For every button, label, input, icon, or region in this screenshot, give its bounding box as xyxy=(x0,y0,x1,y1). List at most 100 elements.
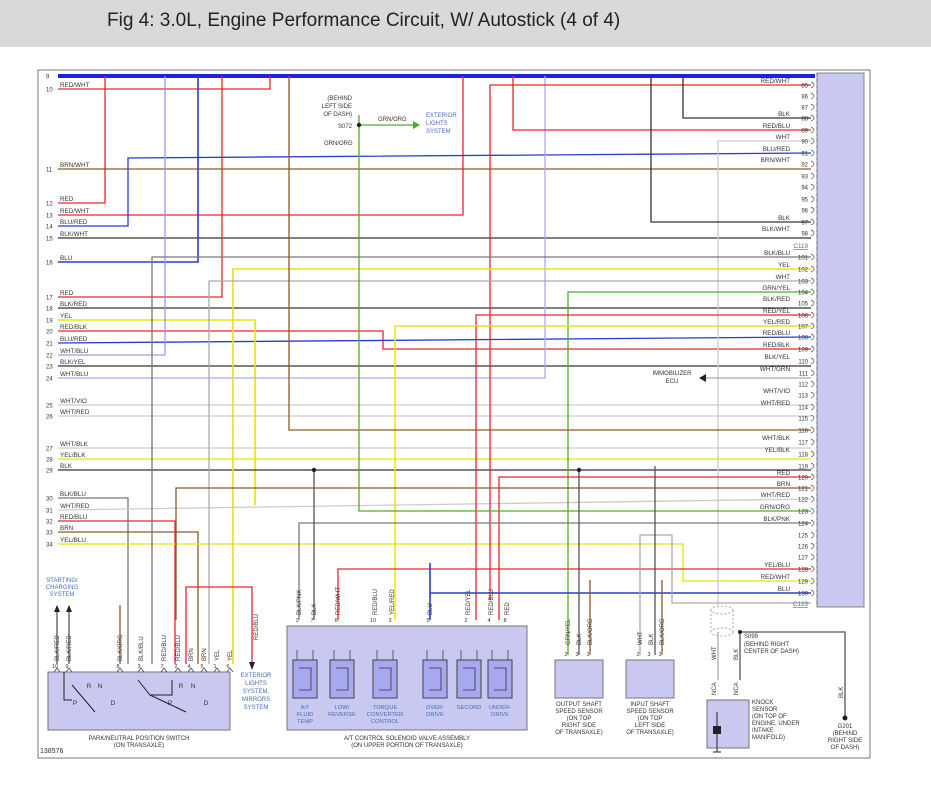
wire-123 xyxy=(358,115,811,512)
left-pin-number: 27 xyxy=(46,447,53,453)
shield-top xyxy=(710,605,734,615)
output-speed-sensor-label: RIGHT SIDE xyxy=(562,723,596,729)
pnp-ext-label: SYSTEM xyxy=(244,705,269,711)
left-pin-number: 33 xyxy=(46,531,53,537)
right-pin-number: 118 xyxy=(798,453,808,459)
right-pin-color: YEL/RED xyxy=(763,319,790,326)
right-pin-number: 105 xyxy=(798,302,809,308)
solenoid-part-label: DRIVE xyxy=(426,712,444,718)
components-layer xyxy=(47,72,865,753)
s072-location: OF DASH) xyxy=(323,112,352,118)
input-speed-sensor-label: INPUT SHAFT xyxy=(630,702,670,708)
left-pin-number: 18 xyxy=(46,307,53,313)
coil-symbol xyxy=(379,667,392,691)
left-pin-color: BRN xyxy=(60,525,74,532)
output-speed-sensor-pin-number: 2 xyxy=(564,652,567,658)
left-pin-color: BLU xyxy=(60,255,73,262)
pnp-terminal xyxy=(187,667,195,673)
pnp-pin-color: YEL xyxy=(215,649,221,661)
ground-g201-symbol xyxy=(842,715,848,721)
wire-22 xyxy=(58,76,166,356)
gear-letter: N xyxy=(191,683,196,690)
solenoid-assembly-label: A/T CONTROL SOLENOID VALVE ASSEMBLY xyxy=(344,736,470,742)
pnp-pin-color: BLK/RED xyxy=(55,635,61,661)
solenoid-pin-number: 5 xyxy=(426,618,429,624)
right-pin-color: BLU/RED xyxy=(763,146,791,153)
pin-terminal xyxy=(810,183,815,191)
right-pin-color: RED/BLU xyxy=(763,123,791,130)
pnp-ext-wire xyxy=(185,586,253,664)
pin-terminal xyxy=(810,369,815,377)
left-pin-number: 16 xyxy=(46,261,53,267)
figure-id: 138576 xyxy=(40,748,63,755)
splice-s072-dot xyxy=(356,122,362,128)
pin-terminal xyxy=(810,218,815,226)
left-pin-number: 31 xyxy=(46,509,53,515)
pnp-pin-number: 9 xyxy=(65,664,68,670)
wire-10 xyxy=(58,76,271,90)
left-pin-number: 13 xyxy=(46,214,53,220)
pin-terminal xyxy=(810,149,815,157)
pnp-ext-label: SYSTEM, xyxy=(243,689,270,695)
wire-116 xyxy=(288,76,811,431)
left-pin-color: BLK/RED xyxy=(60,301,87,308)
pin-terminal xyxy=(810,103,815,111)
pnp-pin-number: 8 xyxy=(116,664,119,670)
left-pin-number: 23 xyxy=(46,365,53,371)
right-pin-number: 106 xyxy=(798,314,809,320)
connector-c119: C119 xyxy=(793,243,808,250)
solenoid-pin-color: BLK xyxy=(312,604,318,615)
right-pin-number: 85 xyxy=(801,84,808,90)
knock-sensor-label: INTAKE xyxy=(752,728,773,734)
left-pin-color: BLK xyxy=(60,463,73,470)
solenoid-pin-color: RED/BLU xyxy=(489,589,495,615)
knock-sensor-element xyxy=(713,726,721,734)
right-pin-number: 129 xyxy=(798,580,809,586)
right-pin-color: WHT xyxy=(776,274,790,281)
right-pin-number: 126 xyxy=(798,545,809,551)
solenoid-part-label: CONTROL xyxy=(371,719,400,725)
left-pin-number: 20 xyxy=(46,330,53,336)
solenoid-assembly-body xyxy=(286,625,528,731)
knock-sensor-label: (ON TOP OF xyxy=(752,714,787,720)
output-speed-sensor-label: SPEED SENSOR xyxy=(555,709,603,715)
coil-leads xyxy=(426,650,444,660)
torque-converter-solenoid xyxy=(372,659,398,699)
output-speed-sensor-pin-color: BLK xyxy=(577,634,583,645)
wire-107 xyxy=(394,325,811,620)
left-pin-color: BLU/RED xyxy=(60,336,88,343)
left-pin-color: WHT/RED xyxy=(60,503,90,510)
wire-21-108 xyxy=(57,336,812,344)
solenoid-part-label: A/T xyxy=(300,705,309,711)
splice-s099-dot xyxy=(738,630,742,634)
input-speed-sensor-pin-color: BLK/ORG xyxy=(660,618,666,645)
pin-terminal xyxy=(810,137,815,145)
right-pin-number: 110 xyxy=(798,360,808,366)
right-pin-color: WHT/GRN xyxy=(760,366,791,373)
left-pin-number: 19 xyxy=(46,319,53,325)
right-pin-number: 124 xyxy=(798,522,809,528)
right-pin-color: WHT/RED xyxy=(761,492,791,499)
pnp-pin-number: 7 xyxy=(160,664,163,670)
coil-leads xyxy=(296,650,314,660)
right-pin-color: BLK xyxy=(778,215,791,222)
right-pin-number: 127 xyxy=(798,556,809,562)
right-pin-color: BLK/WHT xyxy=(762,226,790,233)
pin-terminal xyxy=(810,495,815,503)
left-pin-color: RED/WHT xyxy=(60,82,90,89)
coil-leads xyxy=(460,650,478,660)
right-pin-number: 112 xyxy=(798,383,808,389)
switch-contacts xyxy=(137,679,173,696)
left-pin-color: RED xyxy=(60,196,74,203)
pin-terminal xyxy=(810,288,815,296)
right-pin-number: 115 xyxy=(798,417,808,423)
right-pin-number: 120 xyxy=(798,476,809,482)
starting-arrow xyxy=(66,605,72,612)
knock-sensor-label: ENGINE, UNDER xyxy=(752,721,800,727)
pnp-pin-color: YEL xyxy=(228,649,234,661)
wire-13 xyxy=(58,76,464,216)
wire-30 xyxy=(58,497,129,664)
labels-layer: 910RED/WHT11BRN/WHT12RED13RED/WHT14BLU/R… xyxy=(46,75,862,752)
solenoid-part-label: DRIVE xyxy=(491,712,509,718)
gear-letter: P xyxy=(168,700,172,707)
